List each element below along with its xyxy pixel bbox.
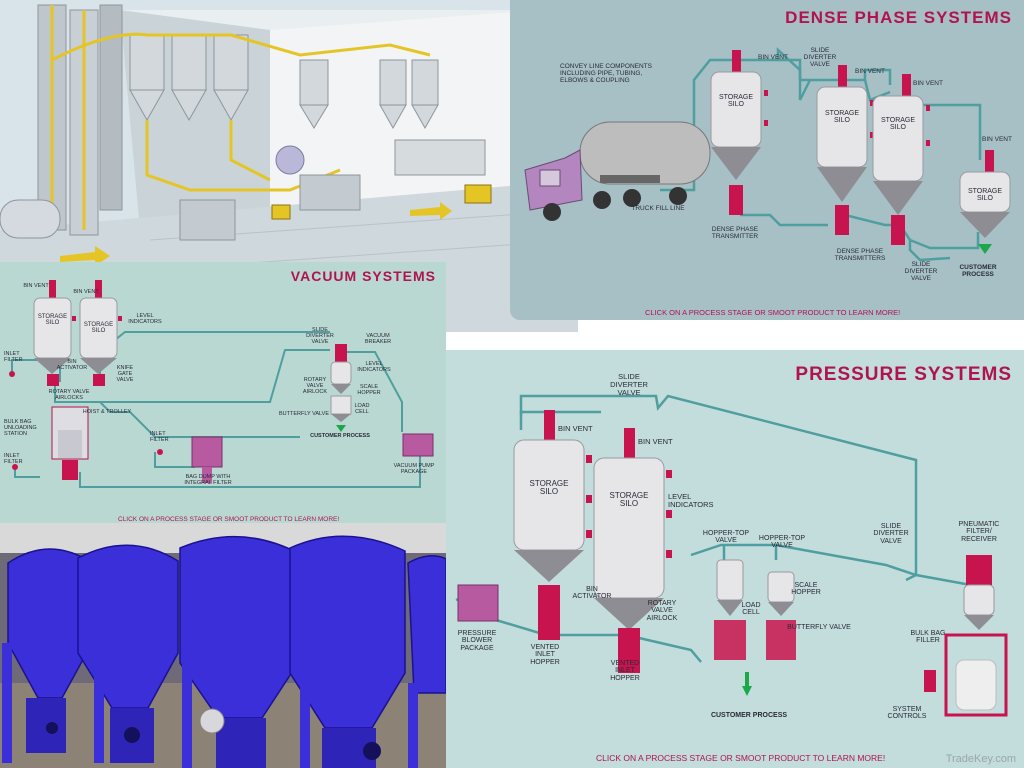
label-slide-diverter-valve-2: SLIDE DIVERTER VALVE [904, 261, 938, 282]
vac-label-bin-activator: BIN ACTIVATOR [56, 359, 88, 371]
dense-footer-link[interactable]: CLICK ON A PROCESS STAGE OR SMOOT PRODUC… [645, 308, 901, 317]
vac-label-hoist-trolley: HOIST & TROLLEY [82, 409, 132, 415]
press-label-bin-vent-2: BIN VENT [638, 437, 673, 446]
dense-silo-3 [872, 74, 930, 245]
vacuum-panel[interactable]: VACUUM SYSTEMS BIN VENT BIN VENT STORAGE… [0, 262, 446, 524]
tanker-truck [524, 121, 711, 221]
label-truck-fill-line: TRUCK FILL LINE [631, 205, 685, 212]
press-label-silo-2: STORAGE SILO [609, 491, 649, 509]
pressure-vessels-image [0, 523, 446, 768]
press-label-bin-activator: BIN ACTIVATOR [572, 586, 612, 601]
vacuum-title: VACUUM SYSTEMS [290, 268, 436, 284]
plant-illustration-graphic [0, 4, 578, 332]
watermark: TradeKey.com [945, 753, 1016, 765]
press-label-load-cell: LOAD CELL [741, 602, 761, 617]
press-label-level-indicators: LEVEL INDICATORS [668, 492, 714, 509]
dense-silo-2 [816, 65, 874, 235]
vac-label-inlet-filter-3: INLET FILTER [4, 453, 23, 465]
press-silo-1 [513, 410, 592, 640]
label-slide-diverter-valve: SLIDE DIVERTER VALVE [803, 47, 837, 68]
press-label-bin-vent-1: BIN VENT [558, 424, 593, 433]
press-label-system-controls: SYSTEM CONTROLS [887, 706, 927, 721]
tall-silos [37, 4, 123, 236]
label-dense-silo-3: STORAGE SILO [880, 117, 916, 132]
vac-label-bag-dump: BAG DUMP WITH INTEGRAL FILTER [184, 474, 232, 486]
vac-label-vacuum-breaker: VACUUM BREAKER [364, 333, 392, 345]
dense-silo-4 [959, 150, 1011, 254]
press-label-pneumatic-filter: PNEUMATIC FILTER/ RECEIVER [958, 521, 1000, 543]
label-bin-vent-2: BIN VENT [855, 68, 885, 75]
label-dense-phase-transmitters: DENSE PHASE TRANSMITTERS [834, 248, 886, 262]
vac-label-bulk-bag-station: BULK BAG UNLOADING STATION [4, 419, 37, 437]
press-label-vented-inlet-hopper-1: VENTED INLET HOPPER [530, 644, 560, 666]
label-dense-customer-process[interactable]: CUSTOMER PROCESS [959, 264, 997, 278]
press-label-scale-hopper: SCALE HOPPER [791, 582, 821, 597]
vac-label-silo-1: STORAGE SILO [37, 314, 68, 327]
vac-label-slide-diverter-valve: SLIDE DIVERTER VALVE [306, 327, 334, 345]
plant-illustration[interactable] [0, 0, 578, 332]
press-label-customer-process[interactable]: CUSTOMER PROCESS [710, 712, 788, 719]
label-convey-components: CONVEY LINE COMPONENTS INCLUDING PIPE, T… [560, 63, 652, 84]
press-label-slide-diverter-top: SLIDE DIVERTER VALVE [610, 372, 648, 397]
vac-label-vacuum-pump: VACUUM PUMP PACKAGE [393, 463, 435, 475]
vac-label-butterfly-valve: BUTTERFLY VALVE [278, 411, 330, 417]
pressure-panel[interactable]: PRESSURE SYSTEMS SLIDE DIVERTER VALVE BI… [446, 350, 1024, 768]
label-dense-phase-transmitter: DENSE PHASE TRANSMITTER [711, 226, 759, 240]
vac-label-knife-gate-valve: KNIFE GATE VALVE [116, 365, 134, 383]
press-label-rotary-valve-airlock: ROTARY VALVE AIRLOCK [646, 600, 678, 622]
vac-label-customer-process[interactable]: CUSTOMER PROCESS [310, 433, 370, 439]
press-label-hopper-top-valve-2: HOPPER-TOP VALVE [758, 535, 806, 550]
pressure-diagram [455, 394, 1008, 717]
vac-label-bin-vent-2: BIN VENT [73, 289, 99, 295]
dense-phase-title: DENSE PHASE SYSTEMS [785, 8, 1012, 27]
vac-silo-2 [79, 280, 122, 386]
vac-label-bin-vent-1: BIN VENT [23, 283, 49, 289]
vacuum-footer-link[interactable]: CLICK ON A PROCESS STAGE OR SMOOT PRODUC… [118, 516, 340, 523]
label-dense-silo-1: STORAGE SILO [718, 94, 754, 109]
pressure-footer-link[interactable]: CLICK ON A PROCESS STAGE OR SMOOT PRODUC… [596, 753, 886, 763]
press-label-hopper-top-valve-1: HOPPER-TOP VALVE [702, 530, 750, 545]
label-dense-silo-2: STORAGE SILO [824, 110, 860, 125]
label-bin-vent-3: BIN VENT [913, 80, 943, 87]
vac-label-level-indicators-2: LEVEL INDICATORS [357, 361, 391, 373]
press-label-vented-inlet-hopper-2: VENTED INLET HOPPER [610, 660, 640, 682]
press-label-bulk-bag-filler: BULK BAG FILLER [910, 630, 946, 645]
dense-silo-1 [710, 50, 768, 215]
vac-label-scale-hopper: SCALE HOPPER [357, 384, 381, 396]
press-hopper-1 [714, 559, 746, 660]
vac-label-inlet-filter-2: INLET FILTER [150, 431, 169, 443]
press-label-slide-diverter-right: SLIDE DIVERTER VALVE [873, 523, 909, 545]
press-label-pressure-blower: PRESSURE BLOWER PACKAGE [457, 630, 497, 652]
press-hopper-2 [766, 571, 796, 660]
dense-phase-panel[interactable]: DENSE PHASE SYSTEMS CONVEY LINE COMPONEN… [510, 0, 1024, 320]
vac-label-load-cell: LOAD CELL [354, 403, 370, 415]
label-bin-vent-1: BIN VENT [758, 54, 788, 61]
label-dense-silo-4: STORAGE SILO [967, 188, 1003, 203]
press-label-butterfly-valve: BUTTERFLY VALVE [787, 624, 851, 631]
vac-label-inlet-filter-1: INLET FILTER [4, 351, 23, 363]
vacuum-diagram [9, 280, 434, 488]
press-silo-2 [593, 428, 672, 673]
pressure-vessels-photo [0, 523, 446, 768]
label-bin-vent-4: BIN VENT [982, 136, 1012, 143]
pressure-title: PRESSURE SYSTEMS [795, 364, 1012, 385]
vac-silo-1 [33, 280, 76, 386]
vac-label-rotary-valve-airlock: ROTARY VALVE AIRLOCK [302, 377, 328, 395]
vac-label-rotary-valve-airlocks: ROTARY VALVE AIRLOCKS [48, 389, 90, 401]
dense-phase-diagram [524, 47, 1011, 262]
vac-label-level-indicators: LEVEL INDICATORS [128, 313, 162, 325]
press-label-silo-1: STORAGE SILO [529, 479, 569, 497]
vac-label-silo-2: STORAGE SILO [83, 322, 114, 335]
